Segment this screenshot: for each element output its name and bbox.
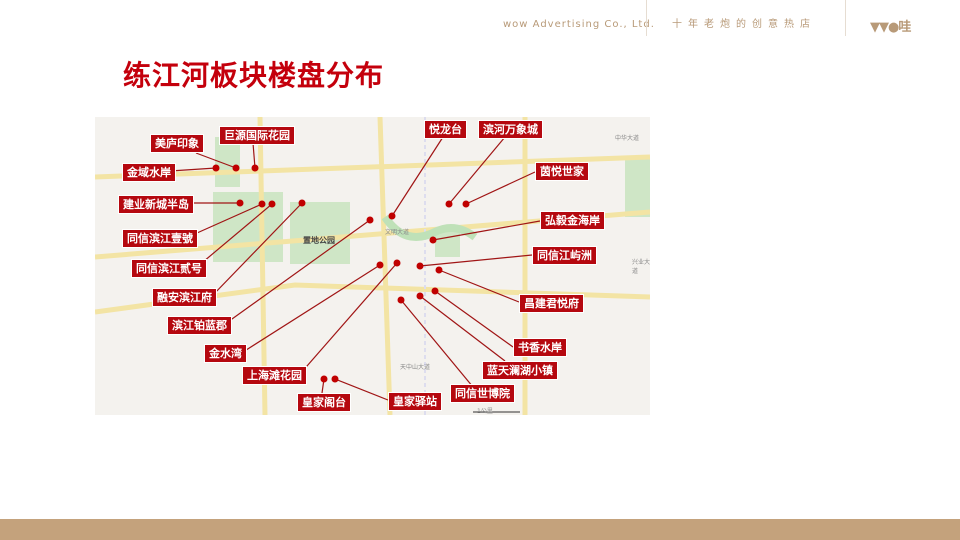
project-label: 融安滨江府 bbox=[152, 288, 217, 307]
location-marker bbox=[416, 292, 424, 300]
location-marker bbox=[268, 200, 276, 208]
leader-line bbox=[419, 254, 533, 267]
location-marker bbox=[445, 200, 453, 208]
location-marker bbox=[212, 164, 220, 172]
project-label: 同信滨江壹號 bbox=[122, 229, 198, 248]
parks bbox=[213, 137, 650, 264]
project-label: 上海滩花园 bbox=[242, 366, 307, 385]
road-label: 兴业大道 bbox=[632, 259, 650, 275]
leader-line bbox=[196, 203, 273, 268]
leader-line bbox=[211, 202, 303, 297]
project-label: 皇家驿站 bbox=[388, 392, 442, 411]
map-canvas bbox=[95, 117, 650, 415]
road-label: 天中山大道 bbox=[400, 364, 431, 371]
location-marker bbox=[298, 199, 306, 207]
leader-line bbox=[299, 262, 398, 375]
road-label: 中华大道 bbox=[615, 135, 640, 142]
project-label: 蓝天澜湖小镇 bbox=[482, 361, 558, 380]
location-marker bbox=[366, 216, 374, 224]
project-label: 弘毅金海岸 bbox=[540, 211, 605, 230]
leader-line bbox=[465, 171, 536, 205]
location-marker bbox=[462, 200, 470, 208]
project-label: 巨源国际花园 bbox=[219, 126, 295, 145]
leader-line bbox=[432, 220, 541, 241]
location-marker bbox=[232, 164, 240, 172]
project-label: 金水湾 bbox=[204, 344, 247, 363]
project-label: 皇家阁台 bbox=[297, 393, 351, 412]
leader-line bbox=[187, 203, 263, 238]
leader-line bbox=[391, 136, 444, 217]
project-label: 建业新城半岛 bbox=[118, 195, 194, 214]
location-marker bbox=[429, 236, 437, 244]
company-name: wow Advertising Co., Ltd. bbox=[503, 19, 655, 30]
footer-bar bbox=[0, 519, 960, 540]
location-marker bbox=[258, 200, 266, 208]
project-label: 同信世博院 bbox=[450, 384, 515, 403]
brand-logo: ▼▼●哇 bbox=[870, 20, 911, 35]
project-label: 同信江屿洲 bbox=[532, 246, 597, 265]
location-marker bbox=[388, 212, 396, 220]
location-marker bbox=[435, 266, 443, 274]
project-label: 滨河万象城 bbox=[478, 120, 543, 139]
park-area bbox=[290, 202, 350, 264]
leader-line bbox=[169, 167, 217, 172]
project-label: 昌建君悦府 bbox=[519, 294, 584, 313]
project-label: 美庐印象 bbox=[150, 134, 204, 153]
leader-line bbox=[438, 269, 520, 303]
leader-line bbox=[252, 142, 256, 169]
location-marker bbox=[320, 375, 328, 383]
park-area bbox=[625, 157, 650, 217]
project-label: 书香水岸 bbox=[513, 338, 567, 357]
leader-line bbox=[224, 219, 371, 325]
leader-line bbox=[334, 378, 389, 401]
leader-line bbox=[419, 295, 506, 362]
scale-label: 1公里 bbox=[477, 408, 493, 415]
location-marker bbox=[376, 261, 384, 269]
slogan: 十年老炮的创意热店 bbox=[672, 19, 816, 30]
header-divider bbox=[646, 0, 647, 36]
leader-line bbox=[434, 290, 514, 348]
project-label: 悦龙台 bbox=[424, 120, 467, 139]
location-marker bbox=[251, 164, 259, 172]
project-label: 滨江铂蓝郡 bbox=[167, 316, 232, 335]
location-marker bbox=[393, 259, 401, 267]
page-title: 练江河板块楼盘分布 bbox=[123, 59, 385, 92]
project-label: 同信滨江贰号 bbox=[131, 259, 207, 278]
park-label: 置地公园 bbox=[303, 236, 335, 245]
location-map: 置地公园 1公里 中华大道 兴业大道 文明大道 天中山大道 美庐印象巨源国际花园… bbox=[95, 117, 650, 415]
leader-line bbox=[195, 152, 237, 169]
project-label: 茵悦世家 bbox=[535, 162, 589, 181]
header-divider bbox=[845, 0, 846, 36]
leader-line bbox=[242, 264, 381, 353]
location-marker bbox=[431, 287, 439, 295]
location-marker bbox=[331, 375, 339, 383]
leader-line bbox=[448, 136, 506, 205]
location-marker bbox=[236, 199, 244, 207]
location-marker bbox=[397, 296, 405, 304]
leader-line bbox=[400, 299, 474, 388]
road-label: 文明大道 bbox=[385, 229, 410, 236]
project-label: 金域水岸 bbox=[122, 163, 176, 182]
location-marker bbox=[416, 262, 424, 270]
